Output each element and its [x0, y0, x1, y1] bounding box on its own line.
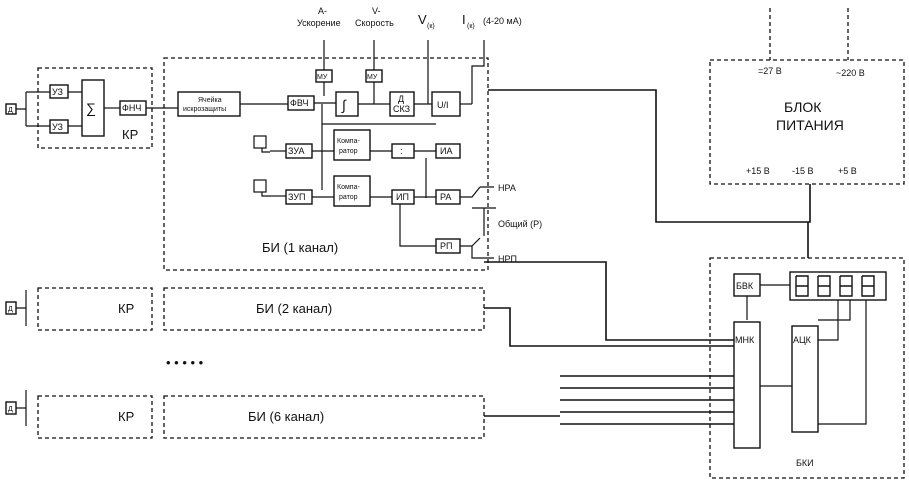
kr-box-6 [37, 395, 153, 439]
comparator-box-a [333, 129, 371, 161]
protection-label-a: Ячейка [198, 96, 222, 104]
bi-box-1 [163, 57, 489, 271]
power-title-a: БЛОК [784, 99, 822, 115]
seven-segment-digits [795, 275, 875, 297]
seven-segment-digit [795, 275, 809, 297]
svg-text:Д: Д [8, 306, 13, 313]
dskz-label-a: Д [398, 94, 404, 104]
bi1-label: БИ (1 канал) [262, 240, 338, 255]
kr-label-2: КР [118, 301, 134, 316]
uz-label-bottom: УЗ [52, 122, 63, 132]
comparator-p-label-a: Компа- [337, 184, 360, 191]
dskz-box [389, 91, 415, 117]
sensor-6: Д [5, 390, 27, 426]
bki-box [709, 257, 905, 479]
nrp-label: НРП [498, 254, 517, 264]
protection-label-b: искрозащиты [183, 106, 226, 113]
bi2-label: БИ (2 канал) [256, 301, 332, 316]
vk-sub: (к) [427, 23, 435, 30]
power-supply-box [709, 59, 905, 185]
sensor-2: Д [5, 290, 27, 326]
comparator-box-p [333, 175, 371, 207]
accel-label-a: А- [318, 6, 327, 16]
p15-label: +15 В [746, 166, 770, 176]
channel-dots: • • • • • [166, 355, 204, 370]
mu-label-velocity: МУ [367, 74, 378, 81]
divider-box [391, 143, 415, 159]
rp-label: РП [440, 241, 452, 251]
ik-range: (4-20 мА) [483, 16, 522, 26]
comparator-a-label-a: Компа- [337, 138, 360, 145]
ip-label: ИП [396, 192, 409, 202]
zup-label: ЗУП [288, 192, 306, 202]
setpoint-knob-a [253, 135, 270, 153]
p5-label: +5 В [838, 166, 857, 176]
fvch-label: ФВЧ [290, 98, 308, 108]
v27-label: =27 В [758, 66, 782, 76]
ack-label: АЦК [793, 335, 812, 345]
summator-label: ∑ [86, 100, 96, 116]
uz-label-top: УЗ [52, 87, 63, 97]
mnk-box [733, 321, 761, 449]
svg-text:Д: Д [8, 107, 13, 114]
dskz-label-b: СКЗ [393, 104, 410, 114]
divider-label: : [400, 146, 403, 156]
seven-segment-digit [839, 275, 853, 297]
bi-box-6 [163, 395, 485, 439]
ui-box [431, 91, 461, 117]
setpoint-knob-p [253, 179, 270, 197]
bvk-label: БВК [736, 281, 754, 291]
ia-label: ИА [440, 146, 452, 156]
power-title-b: ПИТАНИЯ [776, 117, 844, 133]
ra-label: РА [440, 192, 451, 202]
ik-sub: (к) [467, 23, 475, 30]
mu-label-accel: МУ [317, 74, 328, 81]
kr-label-1: КР [122, 127, 138, 142]
common-label: Общий (Р) [498, 219, 542, 229]
svg-text:Д: Д [8, 406, 13, 413]
nra-label: НРА [498, 183, 516, 193]
mnk-label: МНК [735, 335, 755, 345]
seven-segment-digit [861, 275, 875, 297]
ack-box [791, 325, 819, 433]
zua-label: ЗУА [288, 146, 304, 156]
integrator-box [335, 91, 359, 117]
comparator-a-label-b: ратор [339, 148, 358, 155]
ui-label: U/I [437, 100, 449, 110]
vk-label: V [418, 12, 427, 27]
kr-box-2 [37, 287, 153, 331]
v220-label: ~220 В [836, 68, 865, 78]
seven-segment-digit [817, 275, 831, 297]
accel-label-b: Ускорение [297, 18, 341, 28]
protection-cell-box [177, 91, 241, 117]
velocity-label-b: Скорость [355, 18, 394, 28]
bi6-label: БИ (6 канал) [248, 409, 324, 424]
ia-box [435, 143, 461, 159]
sensor-1: Д [5, 91, 50, 127]
m15-label: -15 В [792, 166, 814, 176]
comparator-p-label-b: ратор [339, 194, 358, 201]
bki-label: БКИ [796, 458, 814, 468]
integrator-label: ∫ [341, 97, 347, 113]
ik-label: I [462, 12, 466, 27]
velocity-label-a: V- [372, 6, 381, 16]
fnch-label: ФНЧ [122, 103, 141, 113]
bi-box-2 [163, 287, 485, 331]
kr-label-6: КР [118, 409, 134, 424]
